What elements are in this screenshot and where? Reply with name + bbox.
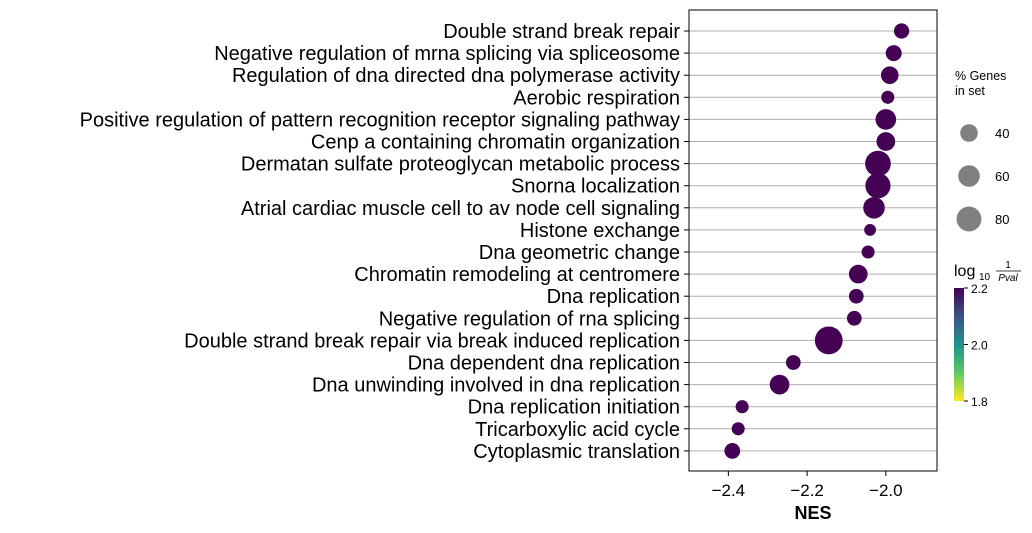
colorbar-tick-label: 1.8 (971, 395, 988, 409)
data-point (864, 223, 876, 236)
colorbar-title-base: 10 (979, 272, 991, 283)
y-tick-label: Double strand break repair (443, 21, 680, 43)
data-point (731, 422, 745, 436)
size-legend-title-line1: % Genes (955, 69, 1006, 83)
y-tick-label: Regulation of dna directed dna polymeras… (232, 65, 680, 87)
data-point (848, 288, 864, 304)
colorbar-ticks: 1.8 2.0 2.2 (964, 282, 988, 409)
y-tick-label: Atrial cardiac muscle cell to av node ce… (241, 198, 680, 220)
y-tick-label: Positive regulation of pattern recogniti… (80, 109, 680, 131)
y-tick-label: Dna geometric change (479, 242, 680, 264)
grid-lines (689, 30, 937, 452)
data-point (865, 150, 891, 177)
colorbar-title-numerator: 1 (1005, 260, 1011, 271)
data-point (880, 66, 899, 84)
x-tick-label: −2.4 (712, 481, 746, 500)
data-point (875, 109, 897, 130)
data-point (865, 173, 891, 199)
size-legend-marker (956, 206, 982, 232)
data-point (885, 45, 902, 62)
size-legend-marker (960, 124, 978, 142)
x-axis: −2.4 −2.2 −2.0 (712, 471, 903, 500)
y-tick-label: Snorna localization (511, 176, 680, 198)
data-point (848, 264, 868, 284)
colorbar-tick-label: 2.0 (971, 339, 988, 353)
size-legend-title: % Genes in set (955, 69, 1010, 98)
y-tick-label: Chromatin remodeling at centromere (354, 264, 680, 286)
y-tick-label: Negative regulation of mrna splicing via… (214, 43, 680, 65)
data-point (769, 374, 790, 395)
y-tick-label: Tricarboxylic acid cycle (475, 419, 680, 441)
colorbar-title-log: log (954, 263, 975, 280)
size-legend-marker (958, 165, 980, 187)
x-axis-label: NES (794, 503, 831, 523)
data-point (814, 326, 843, 355)
data-point (785, 355, 801, 370)
colorbar: log 10 1 Pval 1.8 2.0 2.2 (954, 260, 1021, 409)
data-points (724, 23, 910, 459)
size-legend-label: 60 (995, 169, 1009, 184)
plot-area (688, 9, 938, 472)
data-point (876, 132, 896, 151)
data-point (881, 90, 895, 104)
y-tick-label: Double strand break repair via break ind… (184, 330, 680, 352)
data-point (861, 245, 875, 259)
y-tick-label: Cenp a containing chromatin organization (311, 132, 680, 154)
colorbar-gradient (954, 288, 964, 401)
size-legend-label: 80 (995, 212, 1009, 227)
y-tick-label: Dna replication (547, 286, 680, 308)
y-tick-label: Dna unwinding involved in dna replicatio… (312, 375, 680, 397)
data-point (724, 443, 741, 459)
size-legend-label: 40 (995, 126, 1009, 141)
data-point (893, 23, 910, 39)
y-tick-label: Dna replication initiation (468, 397, 680, 419)
y-tick-label: Cytoplasmic translation (473, 441, 680, 463)
y-tick-label: Dermatan sulfate proteoglycan metabolic … (241, 154, 680, 176)
data-point (735, 400, 749, 414)
y-tick-label: Histone exchange (520, 220, 680, 242)
data-point (863, 197, 885, 219)
x-tick-label: −2.0 (869, 481, 903, 500)
plot-frame (688, 9, 938, 472)
size-legend-items: 40 60 80 (956, 124, 1009, 232)
data-point (846, 310, 862, 326)
colorbar-title-denominator: Pval (998, 273, 1018, 284)
x-tick-label: −2.2 (790, 481, 824, 500)
y-tick-label: Negative regulation of rna splicing (379, 308, 680, 330)
colorbar-tick-label: 2.2 (971, 282, 988, 296)
size-legend: % Genes in set 40 60 80 (955, 69, 1010, 232)
y-tick-label: Dna dependent dna replication (408, 353, 680, 375)
size-legend-title-line2: in set (955, 84, 985, 98)
y-tick-label: Aerobic respiration (513, 87, 680, 109)
